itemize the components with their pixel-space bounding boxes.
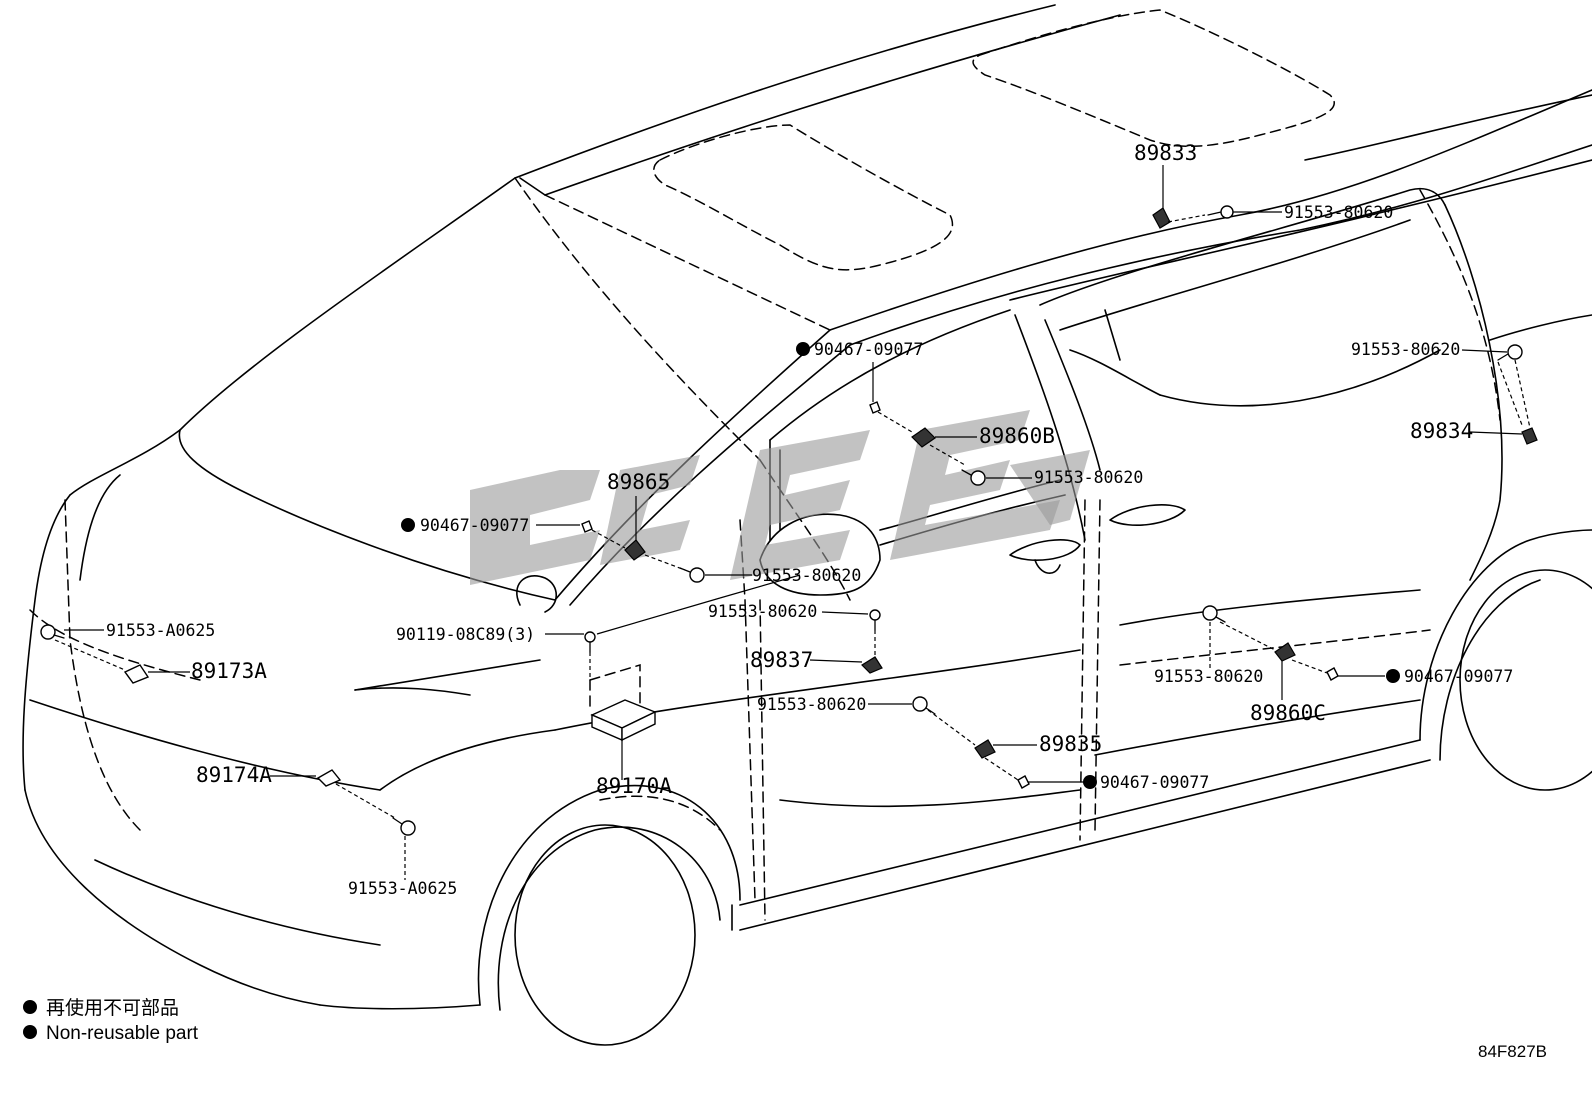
sensor-89173A-icon bbox=[123, 664, 150, 684]
sensor-89174A-icon bbox=[316, 769, 342, 787]
bolt-door-icon bbox=[961, 469, 986, 486]
control-unit-89170A-icon bbox=[589, 663, 657, 742]
bolt-right-icon bbox=[1497, 344, 1523, 361]
label-90467-09077-rear: 90467-09077 bbox=[1404, 667, 1513, 686]
watermark-logo bbox=[470, 410, 1090, 585]
label-89835: 89835 bbox=[1039, 732, 1102, 756]
bolt-rear-icon bbox=[1202, 605, 1226, 623]
label-91553-80620-roof: 91553-80620 bbox=[1284, 203, 1393, 222]
label-89170A: 89170A bbox=[596, 774, 672, 798]
label-91553-80620-rear: 91553-80620 bbox=[1154, 667, 1263, 686]
nut-top-icon bbox=[869, 401, 881, 414]
nut-bottom-icon bbox=[1017, 775, 1030, 789]
legend-text-zh: 再使用不可部品 bbox=[46, 997, 179, 1019]
sensor-89865-icon bbox=[624, 539, 646, 561]
non-reusable-marker-top bbox=[796, 342, 810, 356]
bolt-mid-icon bbox=[679, 567, 705, 583]
label-89174A: 89174A bbox=[196, 763, 272, 787]
clip-89833-icon bbox=[1152, 207, 1171, 229]
non-reusable-marker-bottom bbox=[1083, 775, 1097, 789]
parts-symbols bbox=[40, 205, 1538, 836]
vehicle-dashed-lines bbox=[29, 9, 1501, 921]
bolt-roof-icon bbox=[1207, 205, 1234, 219]
label-89837: 89837 bbox=[750, 648, 813, 672]
sensor-89835-icon bbox=[974, 739, 996, 759]
label-89865: 89865 bbox=[607, 470, 670, 494]
label-91553-80620-mid: 91553-80620 bbox=[752, 566, 861, 585]
vehicle-body-lines bbox=[22, 4, 1592, 1046]
bolt-sill-icon bbox=[912, 696, 936, 715]
label-89833: 89833 bbox=[1134, 141, 1197, 165]
sensor-89837-icon bbox=[861, 656, 883, 674]
legend-text-en: Non-reusable part bbox=[46, 1023, 199, 1044]
label-91553-A0625-front: 91553-A0625 bbox=[106, 621, 215, 640]
sensor-89860C-icon bbox=[1274, 642, 1296, 662]
legend-bullet-zh bbox=[23, 1000, 37, 1014]
nut-left-icon bbox=[581, 520, 593, 533]
bolt-bottom-icon bbox=[392, 817, 416, 836]
label-89173A: 89173A bbox=[191, 659, 267, 683]
sensor-89834-icon bbox=[1521, 427, 1538, 445]
label-89834: 89834 bbox=[1410, 419, 1473, 443]
label-90467-09077-bottom: 90467-09077 bbox=[1100, 773, 1209, 792]
bolt-lower-icon bbox=[869, 609, 881, 631]
non-reusable-marker-rear bbox=[1386, 669, 1400, 683]
label-90467-09077-top: 90467-09077 bbox=[814, 340, 923, 359]
non-reusable-marker-left bbox=[401, 518, 415, 532]
label-91553-80620-lower: 91553-80620 bbox=[708, 602, 817, 621]
non-reusable-markers bbox=[23, 342, 1400, 1039]
label-91553-A0625-bottom: 91553-A0625 bbox=[348, 879, 457, 898]
legend-bullet-en bbox=[23, 1025, 37, 1039]
legend: 再使用不可部品 Non-reusable part bbox=[46, 997, 199, 1044]
part-labels: 89833 91553-80620 90467-09077 91553-8062… bbox=[106, 141, 1513, 898]
label-91553-80620-right: 91553-80620 bbox=[1351, 340, 1460, 359]
label-89860B: 89860B bbox=[979, 424, 1055, 448]
sensor-89860B-icon bbox=[911, 427, 936, 448]
leader-lines bbox=[54, 165, 1531, 880]
label-90467-09077-left: 90467-09077 bbox=[420, 516, 529, 535]
drawing-code: 84F827B bbox=[1478, 1042, 1547, 1061]
label-89860C: 89860C bbox=[1250, 701, 1326, 725]
bolt-front-icon bbox=[40, 624, 65, 640]
label-90119-08C89: 90119-08C89(3) bbox=[396, 625, 535, 644]
label-91553-80620-door: 91553-80620 bbox=[1034, 468, 1143, 487]
label-91553-80620-sill: 91553-80620 bbox=[757, 695, 866, 714]
screw-90119-icon bbox=[584, 631, 596, 653]
nut-rear-icon bbox=[1326, 667, 1339, 681]
